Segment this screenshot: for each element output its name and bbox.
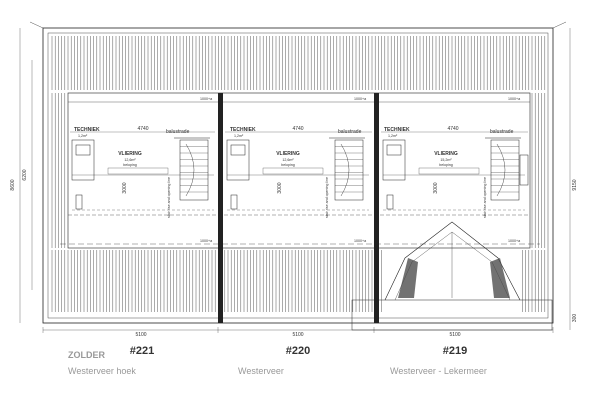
unit-drawing-2: [226, 137, 369, 211]
height-bottom-3: 1000+a: [508, 239, 520, 243]
building-outline: [29, 21, 567, 331]
stair-outline: [334, 139, 364, 201]
vide-note-1: beloping: [123, 163, 137, 167]
height-top-2: 1000+a: [354, 97, 366, 101]
technique-room: [226, 139, 250, 181]
dim-overall-height: 8600: [10, 179, 16, 190]
dormer-hatch: [398, 258, 510, 298]
height-bottom-2: 1000+a: [354, 239, 366, 243]
dim-width-3: 5100: [449, 332, 460, 338]
vide-area-1: 12,6m²: [124, 158, 136, 162]
house-name-219: Westerveer - Lekermeer: [390, 366, 487, 376]
height-top-1: 1000+a: [200, 97, 212, 101]
stair-walkline: [340, 143, 350, 197]
tech-label-3: TECHNIEK: [384, 127, 410, 133]
house-number-219: #219: [443, 345, 467, 357]
unit-3-labels: TECHNIEK 1,2m² balustrade VLIERING 15,2m…: [384, 97, 520, 376]
tech-area-3: 1,2m²: [388, 134, 398, 138]
tech-label-2: TECHNIEK: [230, 127, 256, 133]
unit-2-labels: TECHNIEK 1,2m² balustrade VLIERING 12,6m…: [230, 97, 366, 376]
stair-outline: [490, 139, 520, 201]
unit-drawing-3: [382, 137, 525, 211]
vide-note-3: beloping: [439, 163, 453, 167]
dim-stair-2: 3000: [277, 182, 283, 193]
unit-drawing-1: [71, 137, 214, 211]
vide-label-2: VLIERING: [276, 151, 300, 157]
equipment-box: [230, 194, 238, 210]
dim-right-bottom: 300: [572, 314, 578, 323]
balustrade-label-2: balustrade: [338, 129, 362, 135]
vide-label-1: VLIERING: [118, 151, 142, 157]
tech-area-1: 1,2m²: [78, 134, 88, 138]
roof-hatching: [51, 36, 546, 312]
house-name-220: Westerveer: [238, 366, 284, 376]
dim-width-1: 5100: [135, 332, 146, 338]
technique-room: [71, 139, 95, 181]
house-name-221: Westerveer hoek: [68, 366, 136, 376]
house-number-221: #221: [130, 345, 154, 357]
dim-width-2: 5100: [292, 332, 303, 338]
floor-label: ZOLDER: [68, 350, 105, 360]
party-walls: [218, 93, 379, 323]
vide-note-2: beloping: [281, 163, 295, 167]
dim-span-1: 4740: [137, 126, 148, 132]
vide-outline: [107, 167, 169, 175]
height-top-3: 1000+a: [508, 97, 520, 101]
stair-note-3: stair rise and opening line: [483, 177, 487, 218]
chimney: [519, 154, 529, 186]
dimension-lines: [19, 28, 571, 333]
stair-note-1: stair rise and opening line: [167, 177, 171, 218]
balustrade-label-1: balustrade: [166, 129, 190, 135]
stair-walkline: [496, 143, 506, 197]
unit-contents: [71, 137, 529, 211]
vide-area-2: 12,6m²: [282, 158, 294, 162]
stair-outline: [179, 139, 209, 201]
dimension-texts: 8600 6200 9150 300 5100 5100 5100 4740 4…: [10, 126, 578, 338]
height-bottom-1: 1000+a: [200, 239, 212, 243]
vide-outline: [262, 167, 324, 175]
unit-1-labels: TECHNIEK 1,2m² balustrade VLIERING 12,6m…: [68, 97, 212, 376]
equipment-box: [386, 194, 394, 210]
attic-zone: [60, 92, 540, 249]
dim-span-3: 4740: [447, 126, 458, 132]
vide-label-3: VLIERING: [434, 151, 458, 157]
equipment-box: [386, 144, 402, 156]
equipment-box: [230, 144, 246, 156]
stair-note-2: stair rise and opening line: [325, 177, 329, 218]
balustrade-label-3: balustrade: [490, 129, 514, 135]
dim-span-2: 4740: [292, 126, 303, 132]
dim-stair-1: 3000: [122, 182, 128, 193]
tech-area-2: 1,2m²: [234, 134, 244, 138]
equipment-box: [75, 194, 83, 210]
dim-inner-height: 6200: [22, 169, 28, 180]
technique-room: [382, 139, 406, 181]
vide-outline: [418, 167, 480, 175]
stair-walkline: [185, 143, 195, 197]
tech-label-1: TECHNIEK: [74, 127, 100, 133]
dim-right-height: 9150: [572, 179, 578, 190]
dim-stair-3: 3000: [433, 182, 439, 193]
vide-area-3: 15,2m²: [440, 158, 452, 162]
house-number-220: #220: [286, 345, 310, 357]
equipment-box: [75, 144, 91, 156]
